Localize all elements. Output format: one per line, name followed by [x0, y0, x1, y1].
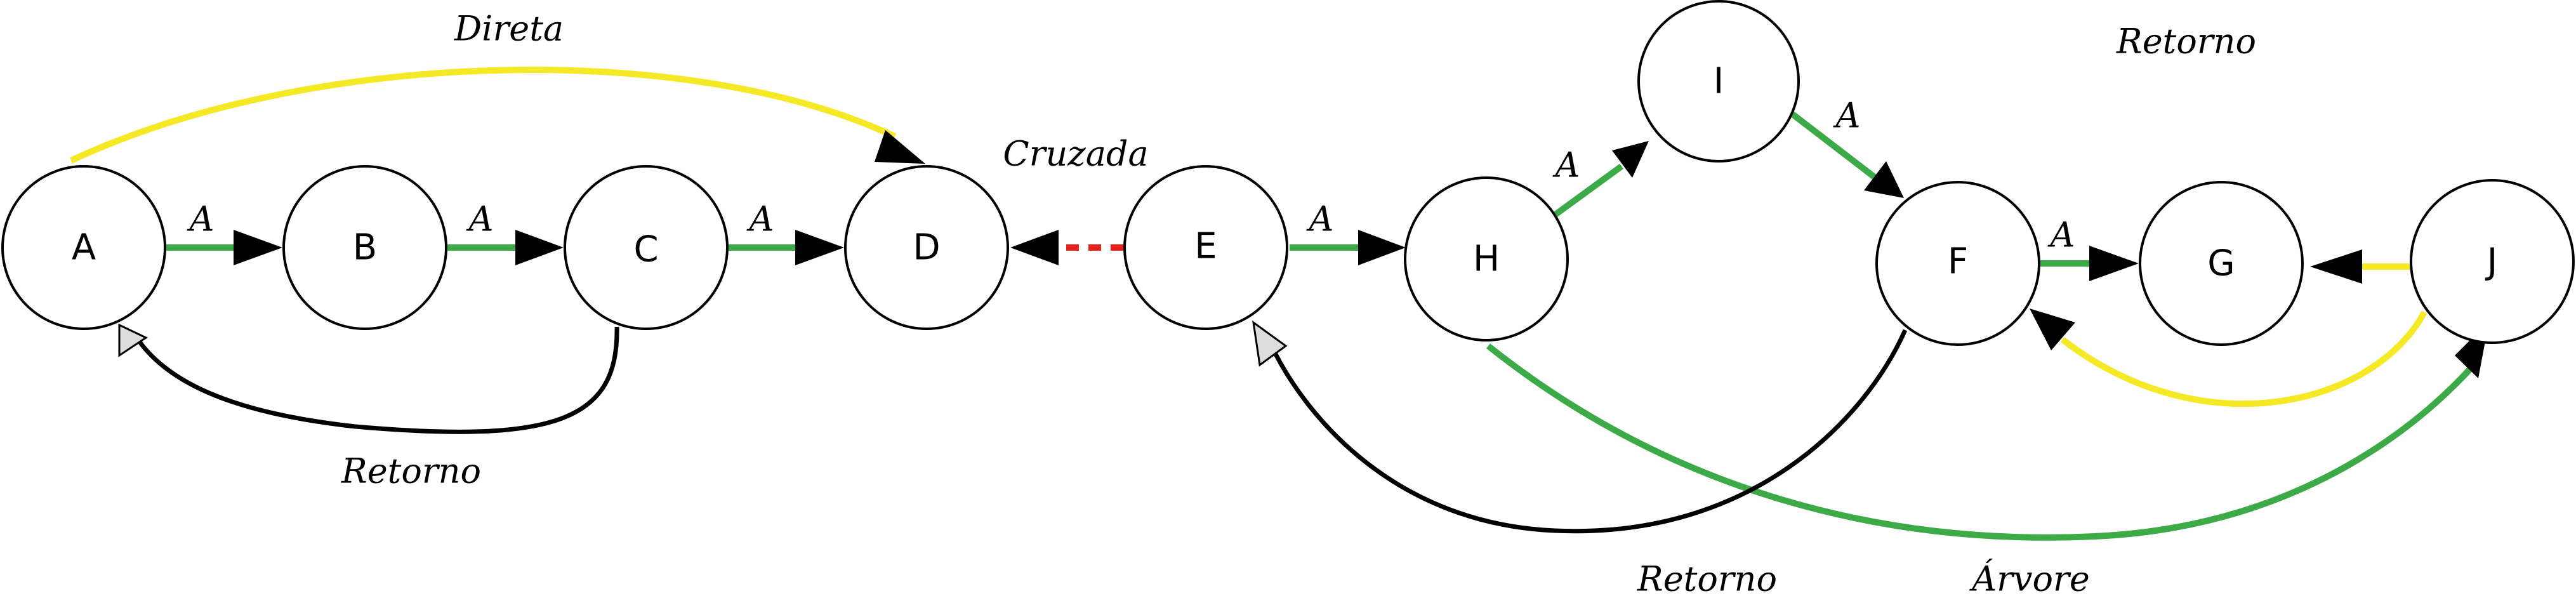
- node-i: I: [1637, 0, 1800, 162]
- direta-label: Direta: [454, 9, 564, 49]
- back-edge-f-e: [1252, 320, 1908, 534]
- arrowhead: [234, 230, 282, 265]
- node-h: H: [1404, 176, 1569, 341]
- node-f-label: F: [1948, 241, 1968, 282]
- retorno-left-label: Retorno: [341, 451, 481, 491]
- tree-edge-label-a-b: A: [187, 199, 215, 239]
- cruzada-label: Cruzada: [1003, 134, 1148, 174]
- edges-layer: [69, 67, 2489, 541]
- node-g-label: G: [2207, 243, 2235, 284]
- arrowhead: [875, 130, 925, 164]
- tree-edge-c-d: [729, 230, 844, 265]
- node-h-label: H: [1473, 239, 1500, 280]
- node-j: J: [2410, 179, 2575, 344]
- node-e: E: [1123, 165, 1288, 330]
- cross-edge-e-d: [1010, 230, 1123, 265]
- tree-edge-i-f: [1788, 110, 1904, 198]
- node-j-label: J: [2485, 241, 2498, 282]
- tree-edge-h-j: [1486, 321, 2489, 541]
- tree-edge-label-b-c: A: [466, 199, 494, 239]
- edge-labels-layer: A A A A A A A Direta Cruzada Retorno Ret…: [187, 9, 2256, 599]
- tree-edge-h-i: [1552, 141, 1649, 219]
- arrowhead: [1358, 230, 1406, 265]
- arrowhead: [795, 230, 844, 265]
- arrowhead: [1864, 161, 1904, 198]
- back-edge-c-a: [118, 323, 619, 434]
- node-a: A: [1, 165, 166, 330]
- node-g: G: [2139, 181, 2304, 346]
- node-d-label: D: [913, 227, 940, 269]
- tree-edge-label-h-i: A: [1552, 145, 1580, 185]
- tree-edge-a-b: [166, 230, 282, 265]
- tree-edge-label-i-f: A: [1833, 96, 1861, 136]
- tree-edge-e-h: [1290, 230, 1406, 265]
- arvore-label: Árvore: [1969, 559, 2090, 599]
- nodes-layer: A B C D E H I F: [1, 0, 2575, 346]
- arrowhead: [515, 230, 564, 265]
- node-f: F: [1875, 181, 2040, 346]
- node-b: B: [282, 165, 447, 330]
- node-a-label: A: [72, 227, 96, 269]
- forward-edge-j-g: [2310, 249, 2415, 284]
- node-c: C: [564, 165, 729, 330]
- node-i-label: I: [1714, 61, 1724, 102]
- tree-edge-f-g: [2037, 246, 2139, 281]
- arrowhead: [2030, 308, 2075, 350]
- tree-edge-label-c-d: A: [746, 199, 774, 239]
- node-e-label: E: [1194, 226, 1217, 267]
- tree-edge-b-c: [447, 230, 564, 265]
- node-c-label: C: [633, 229, 658, 270]
- node-b-label: B: [353, 227, 377, 269]
- arrowhead: [2089, 246, 2139, 281]
- arrowhead: [1252, 320, 1288, 367]
- retorno-top-right-label: Retorno: [2116, 22, 2256, 62]
- arrowhead: [2310, 249, 2362, 284]
- retorno-bottom-label: Retorno: [1637, 559, 1777, 599]
- tree-edge-label-f-g: A: [2047, 215, 2075, 255]
- tree-edge-label-e-h: A: [1306, 199, 1334, 239]
- arrowhead: [1612, 141, 1649, 178]
- node-d: D: [844, 165, 1009, 330]
- forward-edge-j-f: [2030, 308, 2427, 408]
- arrowhead: [118, 323, 149, 357]
- forward-edge-a-d: [69, 67, 925, 164]
- arrowhead: [1010, 230, 1059, 265]
